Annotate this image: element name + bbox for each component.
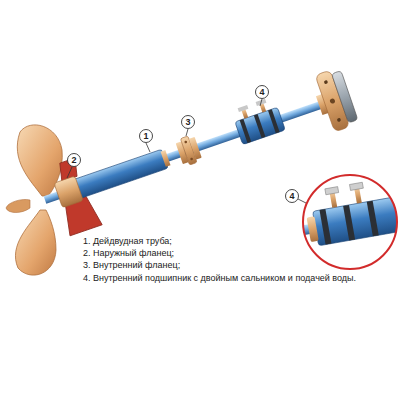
callout-number: 4 [286,190,299,203]
callout-number: 2 [68,154,81,167]
callout-number: 1 [140,130,153,143]
callout-number: 4 [256,86,269,99]
parts-list-item: 1. Дейдвудная труба; [82,236,173,247]
parts-list-item: 4. Внутренний подшипник с двойным сальни… [82,273,357,284]
parts-list-item: 3. Внутренний фланец; [82,260,181,271]
callout-number: 3 [182,116,195,129]
parts-list-item: 2. Наружный фланец; [82,248,175,259]
